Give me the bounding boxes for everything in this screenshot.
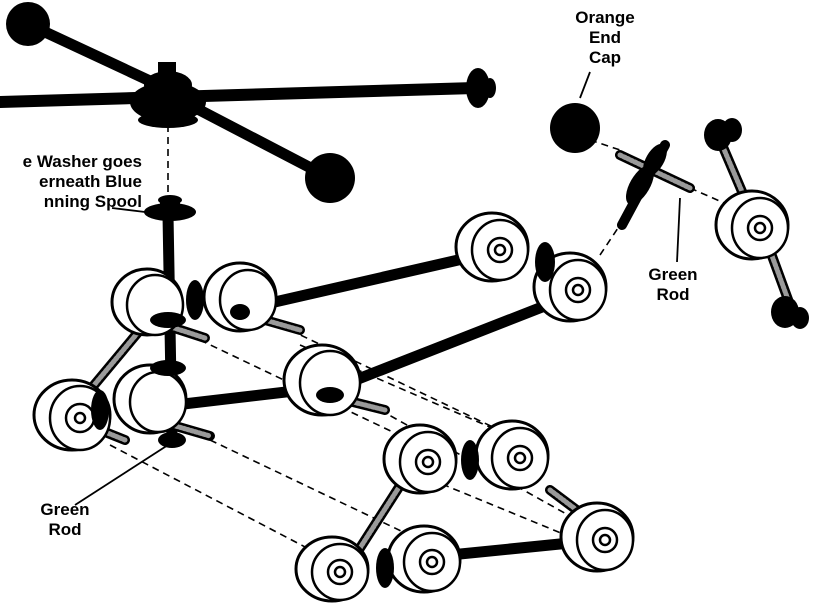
wheel xyxy=(386,524,462,594)
green-rod-leader-right xyxy=(676,197,681,263)
label-orange-end-cap-text: Orange End Cap xyxy=(575,8,635,67)
end-cap-leader xyxy=(579,71,591,99)
spinner-end-cap xyxy=(466,68,490,108)
orange-end-cap xyxy=(550,103,600,153)
wheel xyxy=(382,423,458,495)
connector-hub xyxy=(617,140,670,230)
label-green-rod-left-text: Green Rod xyxy=(40,500,90,539)
wheel xyxy=(559,501,635,573)
spacers xyxy=(91,242,555,588)
label-green-rod-right-text: Green Rod xyxy=(648,265,698,304)
wheel xyxy=(112,363,188,435)
end-caps-right xyxy=(704,118,809,329)
wheel xyxy=(202,261,278,333)
wheel xyxy=(714,189,790,261)
spinner-assembly xyxy=(0,2,496,203)
washer-leader xyxy=(111,207,146,213)
label-green-rod-right: Green Rod xyxy=(628,265,718,305)
wheel xyxy=(282,343,362,417)
wheel xyxy=(294,535,370,603)
green-rod-leader-left xyxy=(74,444,169,506)
wheel xyxy=(454,211,530,283)
label-washer-note-text: e Washer goes erneath Blue nning Spool xyxy=(22,152,142,211)
label-green-rod-left: Green Rod xyxy=(20,500,110,540)
spinner-end-ball xyxy=(305,153,355,203)
wheel xyxy=(474,419,550,491)
spinner-end-ball xyxy=(6,2,50,46)
label-orange-end-cap: Orange End Cap xyxy=(560,8,650,68)
label-washer-note: e Washer goes erneath Blue nning Spool xyxy=(0,152,142,212)
